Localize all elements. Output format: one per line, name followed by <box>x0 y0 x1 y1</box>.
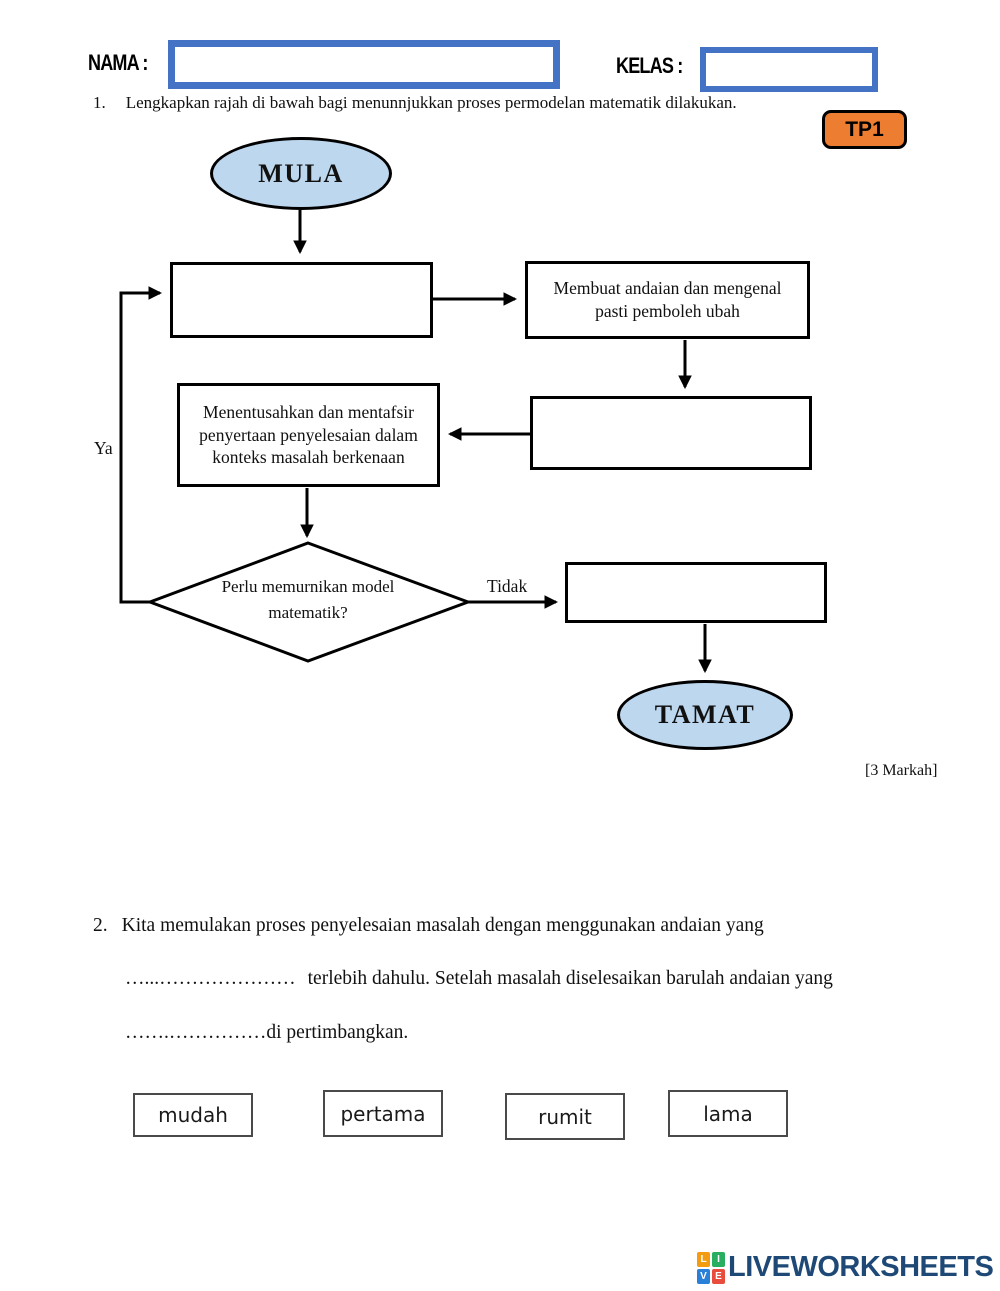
logo-tile-i: I <box>712 1251 725 1267</box>
logo-tile-e: E <box>712 1268 725 1284</box>
question1-body: Lengkapkan rajah di bawah bagi menunnjuk… <box>125 93 737 112</box>
question1-number: 1. <box>93 93 106 112</box>
start-terminal: MULA <box>210 137 392 210</box>
nama-label: NAMA : <box>88 50 148 75</box>
question2-line1-text: Kita memulakan proses penyelesaian masal… <box>121 915 764 936</box>
question1-text: 1. Lengkapkan rajah di bawah bagi menunnj… <box>93 93 737 113</box>
box-menentusahkan: Menentusahkan dan mentafsir penyertaan p… <box>177 383 440 487</box>
word-chip-rumit[interactable]: rumit <box>505 1093 625 1140</box>
liveworksheets-logo-icon: L I V E <box>697 1251 725 1284</box>
word-chip-lama[interactable]: lama <box>668 1090 788 1137</box>
blank-2[interactable]: …….…………… <box>125 1022 267 1043</box>
logo-tile-l: L <box>697 1251 710 1267</box>
liveworksheets-logo: L I V E LIVEWORKSHEETS <box>697 1251 994 1284</box>
blank-1[interactable]: …...………………… <box>125 968 296 989</box>
marks-label: [3 Markah] <box>865 762 938 779</box>
word-chip-pertama[interactable]: pertama <box>323 1090 443 1137</box>
answer-box-3[interactable] <box>565 562 827 623</box>
word-chip-mudah[interactable]: mudah <box>133 1093 253 1137</box>
question2-number: 2. <box>93 915 108 936</box>
answer-box-1[interactable] <box>170 262 433 338</box>
decision-text: Perlu memurnikan model matematik? <box>221 577 395 622</box>
question2-line2: …...………………… terlebih dahulu. Setelah masa… <box>125 968 833 990</box>
kelas-label: KELAS : <box>616 53 683 78</box>
logo-tile-v: V <box>697 1268 710 1284</box>
question2-line3-text: di pertimbangkan. <box>266 1022 409 1043</box>
question2-line1: 2. Kita memulakan proses penyelesaian mas… <box>93 915 764 937</box>
liveworksheets-logo-text: LIVEWORKSHEETS <box>728 1251 994 1283</box>
end-terminal: TAMAT <box>617 680 793 750</box>
question2-line2-text: terlebih dahulu. Setelah masalah diseles… <box>307 968 833 989</box>
tp1-badge: TP1 <box>822 110 907 149</box>
kelas-input[interactable] <box>700 47 878 92</box>
answer-box-2[interactable] <box>530 396 812 470</box>
question2-line3: …….……………di pertimbangkan. <box>125 1022 408 1044</box>
ya-label: Ya <box>94 438 113 458</box>
box-membuat-andaian: Membuat andaian dan mengenal pasti pembo… <box>525 261 810 339</box>
arrow-ya-feedback <box>119 286 163 604</box>
tidak-label: Tidak <box>487 576 528 596</box>
nama-input[interactable] <box>168 40 560 89</box>
